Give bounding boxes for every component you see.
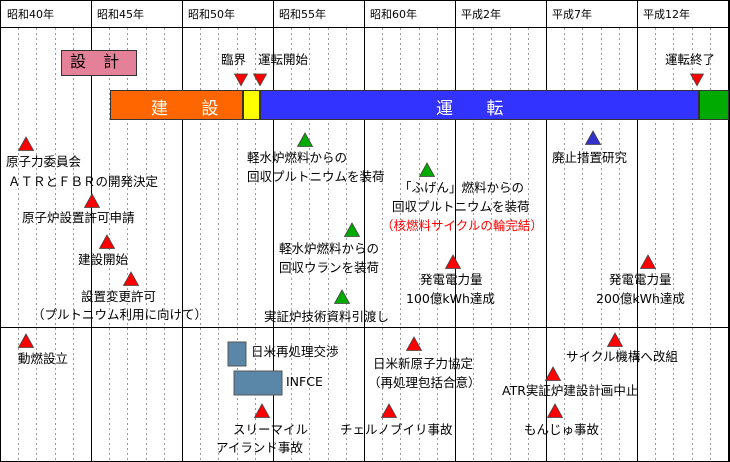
power-20b-triangle-icon xyxy=(639,254,657,269)
atr-plan-cancel-triangle-icon xyxy=(544,366,562,381)
milestone-power-20b-line1: 発電電力量 xyxy=(609,272,672,287)
milestone-decommissioning-research: 廃止措置研究 xyxy=(552,150,628,165)
monju-triangle-icon xyxy=(546,403,564,418)
milestone-modification-permit: 設置変更許可 xyxy=(81,289,157,304)
construction-bar xyxy=(110,90,243,120)
milestone-lwr-u-line1: 軽水炉燃料からの xyxy=(279,241,380,256)
era-label-h2: 平成2年 xyxy=(461,8,501,21)
cycle-org-triangle-icon xyxy=(606,332,624,347)
event-tmi-line1: スリーマイル xyxy=(233,422,309,437)
power-10b-triangle-icon xyxy=(444,254,462,269)
milestone-lwr-u-line2: 回収ウランを装荷 xyxy=(279,260,380,275)
operation-start-marker-icon xyxy=(252,73,268,87)
event-jp-us-agreement-line2: （再処理包括合意） xyxy=(368,375,481,390)
milestone-fuel-cycle-complete: （核燃料サイクルの輪完結） xyxy=(381,218,543,233)
jp-us-reprocessing-box xyxy=(227,341,247,367)
license-application-triangle-icon xyxy=(83,193,101,208)
era-label-s45: 昭和45年 xyxy=(97,8,144,21)
modification-permit-triangle-icon xyxy=(122,271,140,286)
era-label-s60: 昭和60年 xyxy=(370,8,417,21)
event-jp-us-agreement-line1: 日米新原子力協定 xyxy=(373,356,474,371)
era-label-h12: 平成12年 xyxy=(643,8,690,21)
decommissioning-triangle-icon xyxy=(584,130,602,145)
milestone-atr-fbr-decision: ＡＴＲとＦＢＲの開発決定 xyxy=(8,174,159,189)
pnc-established-triangle-icon xyxy=(17,333,35,348)
criticality-label: 臨界 xyxy=(221,52,247,67)
event-infce: INFCE xyxy=(286,374,323,389)
milestone-lwr-pu-line1: 軽水炉燃料からの xyxy=(247,150,348,165)
event-monju: もんじゅ事故 xyxy=(524,422,600,437)
event-jp-us-reprocessing: 日米再処理交渉 xyxy=(251,344,339,359)
post-operation-bar xyxy=(699,90,729,120)
milestone-license-application: 原子炉設置許可申請 xyxy=(22,210,135,225)
milestone-construction-start: 建設開始 xyxy=(78,252,129,267)
tmi-triangle-icon xyxy=(253,403,271,418)
milestone-power-20b-line2: 200億kWh達成 xyxy=(596,291,685,306)
era-label-s50: 昭和50年 xyxy=(188,8,235,21)
lwr-pu-loading-triangle-icon xyxy=(296,132,314,147)
fugen-pu-loading-triangle-icon xyxy=(418,162,436,177)
lwr-u-loading-triangle-icon xyxy=(343,222,361,237)
operation-end-label: 運転終了 xyxy=(665,52,716,67)
design-phase-label: 設 計 xyxy=(70,52,126,71)
era-label-h7: 平成7年 xyxy=(552,8,592,21)
atomic-commission-triangle-icon xyxy=(17,136,35,151)
chernobyl-triangle-icon xyxy=(380,403,398,418)
milestone-power-10b-line2: 100億kWh達成 xyxy=(406,291,495,306)
operation-bar-label: 運 転 xyxy=(436,99,518,119)
milestone-tech-transfer: 実証炉技術資料引渡し xyxy=(264,309,390,324)
milestone-modification-note: （プルトニウム利用に向けて） xyxy=(32,307,208,322)
design-phase-box xyxy=(61,50,137,76)
era-label-s40: 昭和40年 xyxy=(7,8,54,21)
event-pnc-established: 動燃設立 xyxy=(18,351,69,366)
milestone-atomic-commission: 原子力委員会 xyxy=(6,154,82,169)
operation-bar xyxy=(260,90,699,120)
operation-end-marker-icon xyxy=(689,73,705,87)
timeline-shapes xyxy=(17,73,705,418)
milestone-lwr-pu-line2: 回収プルトニウムを装荷 xyxy=(247,169,385,184)
jp-us-agreement-triangle-icon xyxy=(405,336,423,351)
event-tmi-line2: アイランド事故 xyxy=(216,440,303,455)
era-label-s55: 昭和55年 xyxy=(279,8,326,21)
milestone-fugen-pu-line2: 回収プルトニウムを装荷 xyxy=(392,199,530,214)
construction-bar-label: 建 設 xyxy=(151,99,233,119)
event-cycle-org: サイクル機構へ改組 xyxy=(566,349,678,364)
milestone-power-10b-line1: 発電電力量 xyxy=(420,272,483,287)
milestone-fugen-pu-line1: 「ふげん」燃料からの xyxy=(399,180,525,195)
event-atr-plan-cancel: ATR実証炉建設計画中止 xyxy=(502,383,639,398)
event-chernobyl: チェルノブイリ事故 xyxy=(340,422,453,437)
infce-box xyxy=(233,370,283,396)
criticality-marker-icon xyxy=(233,73,249,87)
criticality-bar xyxy=(243,90,260,120)
operation-start-label: 運転開始 xyxy=(258,52,309,67)
tech-transfer-triangle-icon xyxy=(333,289,351,304)
construction-start-triangle-icon xyxy=(98,234,116,249)
